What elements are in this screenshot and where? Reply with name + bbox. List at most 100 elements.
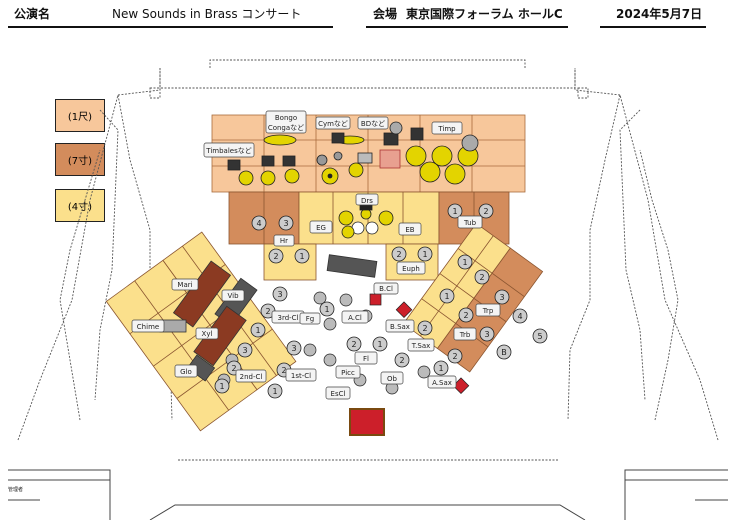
label-hr: Hr xyxy=(280,237,288,245)
chair-trp-2 xyxy=(474,269,490,285)
event-name: New Sounds in Brass コンサート xyxy=(112,7,302,21)
num-trb-b: B xyxy=(501,348,507,357)
num-trp-5: 5 xyxy=(537,332,542,341)
num-trp-2: 2 xyxy=(479,273,484,282)
label-timbales: Timbalesなど xyxy=(205,147,251,155)
chair-trb-1 xyxy=(439,288,455,304)
label-bcl: B.Cl xyxy=(379,285,393,293)
label-eg: EG xyxy=(316,224,326,232)
chair-hr-3 xyxy=(278,215,294,231)
num-hr-4: 4 xyxy=(256,219,261,228)
label-tsax: T.Sax xyxy=(411,342,431,350)
label-acl: A.Cl xyxy=(348,314,362,322)
num-asax-2: 2 xyxy=(452,352,457,361)
chair-euph-1 xyxy=(417,246,433,262)
legend-7sun-label: (7寸) xyxy=(67,156,93,167)
label-picc: Picc xyxy=(341,369,355,377)
chair-tub-1 xyxy=(447,203,463,219)
label-cl3: 3rd-Cl xyxy=(277,314,298,322)
num-tsax-2: 2 xyxy=(422,324,427,333)
num-hr-3: 3 xyxy=(283,219,288,228)
num-fl-1: 1 xyxy=(377,340,382,349)
num-cl2-1: 1 xyxy=(219,382,224,391)
num-euph-2: 2 xyxy=(396,250,401,259)
header-underline-mid xyxy=(366,26,568,28)
keyboard-instruments xyxy=(159,254,378,382)
num-cl1-2: 2 xyxy=(281,366,286,375)
chair-hr-2 xyxy=(268,248,284,264)
label-trp: Trp xyxy=(482,307,494,315)
num-cl3-1: 1 xyxy=(255,326,260,335)
num-tub-2: 2 xyxy=(483,207,488,216)
num-cl1-3: 3 xyxy=(291,344,296,353)
drum-kit xyxy=(338,203,394,239)
header-underline-left xyxy=(8,26,333,28)
num-trb-3: 3 xyxy=(484,330,489,339)
concert-date: 2024年5月7日 xyxy=(616,7,703,21)
chair-trb-3 xyxy=(479,326,495,342)
chair-trb-2 xyxy=(458,307,474,323)
num-cl2-2: 2 xyxy=(231,364,236,373)
label-bongo: Bongo xyxy=(275,114,297,122)
legend-7sun: (7寸) xyxy=(55,143,105,176)
num-cl3-2: 2 xyxy=(265,307,270,316)
label-cl2: 2nd-Cl xyxy=(240,373,263,381)
chair-fg-1 xyxy=(319,301,335,317)
num-euph-1: 1 xyxy=(422,250,427,259)
num-asax-1: 1 xyxy=(438,364,443,373)
num-fl-2: 2 xyxy=(351,340,356,349)
instrument-label-boxes xyxy=(131,110,501,400)
chair-tub-2 xyxy=(478,203,494,219)
label-glo: Glo xyxy=(180,368,192,376)
num-hr-1: 1 xyxy=(299,252,304,261)
label-bd: BDなど xyxy=(361,120,385,128)
chair-cl1-1 xyxy=(267,383,283,399)
chair-cl3-1 xyxy=(250,322,266,338)
legend-4sun-label: (4寸) xyxy=(67,202,93,213)
chair-numbers: 4 3 2 1 1 2 2 1 3 2 1 1 3 2 1 3 2 1 2 1 … xyxy=(219,207,542,396)
label-drs: Drs xyxy=(361,197,373,205)
chair-fl-2 xyxy=(346,336,362,352)
label-fg: Fg xyxy=(306,315,314,323)
num-trp-4: 4 xyxy=(517,312,522,321)
label-bsax: B.Sax xyxy=(390,323,410,331)
hall-outline xyxy=(17,59,719,461)
legend-1shaku-label: (1尺) xyxy=(67,112,93,123)
chair-cl2-1 xyxy=(214,378,230,394)
venue-name: 東京国際フォーラム ホールC xyxy=(406,7,563,21)
header-underline-right xyxy=(600,26,706,28)
bottom-structures xyxy=(8,469,728,520)
chair-ob-2 xyxy=(394,352,410,368)
event-label: 公演名 xyxy=(14,7,51,21)
chairs xyxy=(214,203,548,399)
label-fl: Fl xyxy=(363,355,369,363)
label-chime: Chime xyxy=(137,323,159,331)
label-ob: Ob xyxy=(387,375,398,383)
num-trp-3: 3 xyxy=(499,293,504,302)
label-tub: Tub xyxy=(463,219,477,227)
chair-euph-2 xyxy=(391,246,407,262)
chair-trp-5 xyxy=(532,328,548,344)
instrument-labels: Bongo Congaなど Cymなど BDなど Timp Timbalesなど… xyxy=(137,114,494,398)
label-euph: Euph xyxy=(402,265,420,273)
chair-trp-4 xyxy=(512,308,528,324)
num-cl1-1: 1 xyxy=(272,387,277,396)
num-trp-1: 1 xyxy=(462,258,467,267)
num-cl3-3: 3 xyxy=(277,290,282,299)
venue-label: 会場 xyxy=(373,7,398,21)
chair-trb-b xyxy=(496,344,512,360)
chair-cl1-3 xyxy=(286,340,302,356)
num-hr-2: 2 xyxy=(273,252,278,261)
chair-cl3-3 xyxy=(272,286,288,302)
num-fg-1: 1 xyxy=(324,305,329,314)
chair-asax-1 xyxy=(433,360,449,376)
chair-tsax-2 xyxy=(417,320,433,336)
label-trb: Trb xyxy=(459,331,471,339)
chair-trp-1 xyxy=(457,254,473,270)
label-vib: Vib xyxy=(227,292,239,300)
num-trb-2: 2 xyxy=(463,311,468,320)
chair-cl2-3 xyxy=(237,342,253,358)
num-cl2-3: 3 xyxy=(242,346,247,355)
label-cym: Cymなど xyxy=(318,120,348,128)
